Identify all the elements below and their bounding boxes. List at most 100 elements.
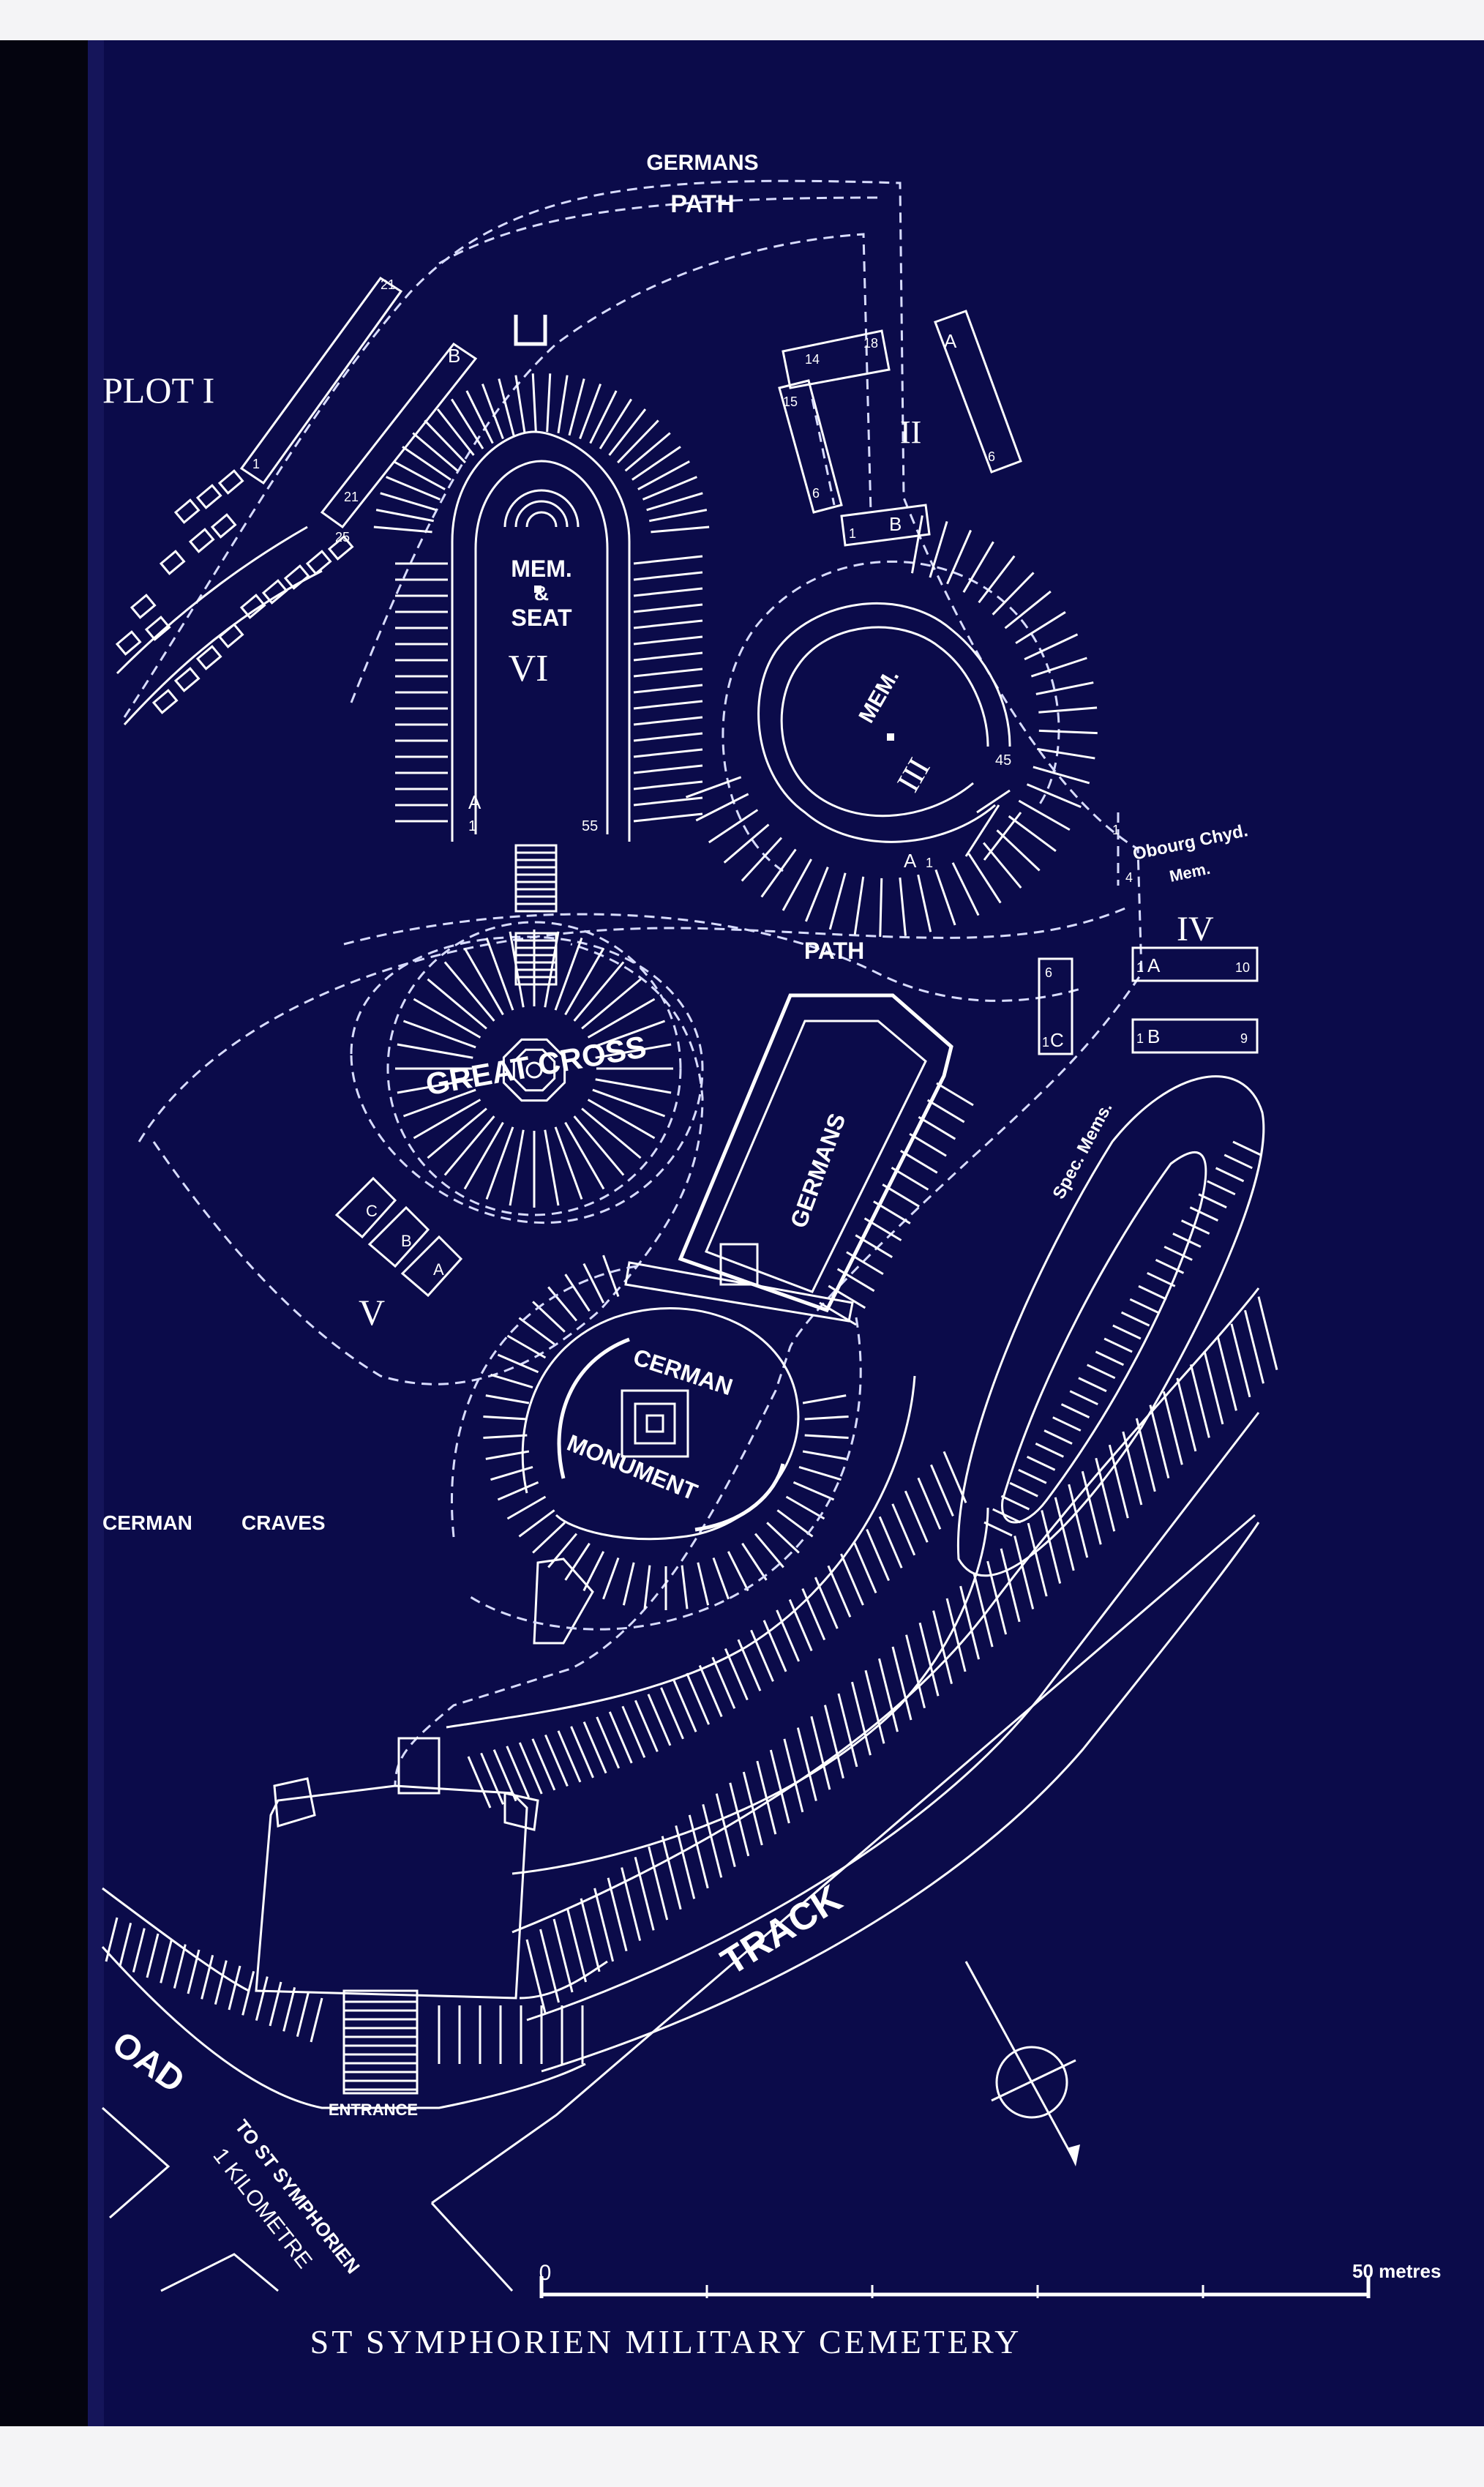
grave-row (1035, 681, 1094, 695)
grave-row (413, 1099, 481, 1140)
grave-row (525, 1939, 547, 2013)
grave-row (436, 408, 475, 456)
plot1-row-top (239, 276, 403, 485)
grave-row (467, 1756, 492, 1809)
entrance-building (255, 1784, 528, 2000)
spec-mems-rows (983, 1140, 1262, 1537)
grave-row (582, 1263, 605, 1304)
grave-row (1112, 1324, 1142, 1340)
grave-row (769, 1749, 790, 1824)
grave-block (217, 469, 244, 495)
grave-row (945, 1598, 967, 1672)
grave-row (506, 1495, 547, 1520)
grave-row (424, 419, 466, 464)
grave-row (1087, 1364, 1116, 1380)
grave-row (1244, 1309, 1264, 1384)
grave-row (1095, 1350, 1125, 1366)
grave-row (863, 1217, 902, 1241)
mem-seat-label-3: SEAT (511, 605, 572, 631)
grave-row (463, 1121, 504, 1190)
germans-plot-frame (678, 993, 953, 1313)
grave-row (1015, 611, 1066, 644)
grave-row (1052, 1416, 1082, 1432)
grave-row (804, 1434, 849, 1440)
grave-row (564, 947, 605, 1016)
grave-row (1155, 1259, 1185, 1274)
plot2-row-a (934, 310, 1022, 474)
grave-row (621, 1705, 646, 1758)
mem-3-marker (887, 733, 894, 741)
grave-row (685, 776, 742, 799)
grave-row (1000, 1548, 1021, 1623)
grave-row (1030, 657, 1087, 678)
row-plot4-b1: 1 (1136, 1031, 1144, 1046)
grave-row (1135, 1418, 1156, 1492)
grave-row (891, 1503, 916, 1556)
map-plate (0, 40, 1484, 2426)
german-monument-ring (521, 1307, 800, 1541)
grave-row (967, 853, 1002, 904)
grave-row (427, 978, 487, 1030)
row-plot5-c: C (366, 1202, 378, 1220)
grave-row (518, 1509, 555, 1538)
grave-row (646, 492, 703, 512)
grave-row (633, 603, 703, 613)
grave-row (595, 1043, 672, 1059)
grave-row (552, 1918, 574, 1993)
row-plot4-a: A (1147, 954, 1161, 976)
grave-row (760, 848, 797, 898)
row-plot2-a: A (944, 330, 957, 352)
grave-row (798, 1466, 842, 1481)
grave-row (1008, 815, 1057, 852)
grave-row (1033, 766, 1090, 785)
grave-row (929, 521, 948, 578)
row-plotc-1: 1 (1042, 1035, 1049, 1050)
grave-block (188, 528, 215, 553)
road-edge-4 (430, 2202, 514, 2292)
grave-row (855, 1234, 893, 1258)
grave-block (239, 594, 266, 619)
plot3-grave-rows (685, 515, 1098, 937)
grave-row (909, 1132, 947, 1157)
grave-row (633, 748, 703, 758)
grave-row (686, 1672, 711, 1725)
grave-row (509, 1129, 525, 1206)
grave-block (173, 667, 201, 692)
grave-row (996, 829, 1041, 872)
entrance-steps (342, 1989, 419, 2095)
grave-row (762, 1620, 787, 1672)
grave-row (160, 1938, 173, 1983)
grave-row (1060, 1403, 1090, 1418)
grave-row (853, 876, 865, 935)
gate-post-left (273, 1777, 316, 1828)
grave-row (1149, 1405, 1170, 1478)
grave-row (490, 1373, 533, 1388)
plot2-row-top (782, 329, 891, 389)
grave-row (633, 732, 703, 742)
grave-row (918, 1115, 956, 1140)
scale-end-label: 50 metres (1352, 2260, 1441, 2282)
grave-row (782, 859, 812, 911)
grave-row (1037, 747, 1095, 760)
grave-row (1122, 1431, 1143, 1506)
row-plot2-14: 14 (805, 352, 820, 367)
grave-row (1068, 1484, 1089, 1558)
grave-row (483, 1434, 528, 1440)
grave-row (688, 1814, 709, 1889)
grave-row (608, 1711, 633, 1764)
plot2-row-b (840, 504, 931, 547)
grave-row (633, 667, 703, 678)
grave-row (737, 1639, 762, 1691)
grave-row (617, 419, 659, 464)
memorial-seat-north (514, 315, 547, 346)
grave-row (917, 874, 932, 932)
path-mid-label: PATH (804, 938, 864, 964)
grave-row (506, 1334, 547, 1359)
gate-post-right (503, 1792, 539, 1831)
outer-path (123, 179, 1143, 1787)
grave-row (531, 373, 537, 433)
grave-row (637, 460, 690, 490)
grave-row (1216, 1337, 1237, 1411)
plot3-ring (757, 602, 1011, 843)
path-top-label: PATH (670, 190, 735, 218)
